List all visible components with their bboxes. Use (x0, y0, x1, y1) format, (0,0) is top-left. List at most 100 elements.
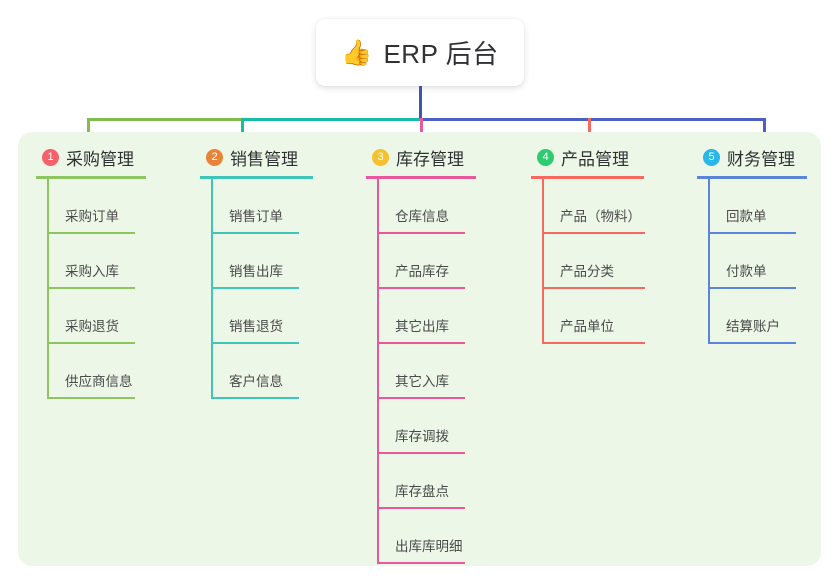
leaf-item[interactable]: 供应商信息 (36, 344, 146, 399)
number-badge-icon: 4 (537, 148, 554, 166)
leaf-item-rule (377, 287, 465, 289)
column-rule-inventory (366, 176, 476, 179)
diagram-panel (18, 132, 821, 566)
bus-green (87, 118, 241, 121)
column-title-finance: 财务管理 (727, 149, 795, 169)
column-header-sales[interactable]: 2 销售管理 (200, 144, 313, 170)
column-header-finance[interactable]: 5 财务管理 (697, 144, 807, 170)
leaf-item-label: 回款单 (726, 209, 767, 224)
leaf-item-label: 仓库信息 (395, 209, 449, 224)
leaf-item-label: 产品单位 (560, 319, 614, 334)
leaf-item-rule (377, 397, 465, 399)
leaf-item[interactable]: 出库库明细 (366, 509, 476, 564)
leaf-item-rule (377, 452, 465, 454)
leaf-item-label: 其它入库 (395, 374, 449, 389)
column-title-inventory: 库存管理 (396, 149, 464, 169)
leaf-item-label: 销售出库 (229, 264, 283, 279)
leaf-item-label: 结算账户 (726, 319, 780, 334)
leaf-item-label: 销售订单 (229, 209, 283, 224)
column-spine-sales (211, 179, 213, 399)
column-finance: 5 财务管理回款单付款单结算账户 (697, 144, 807, 344)
leaf-item-rule (47, 397, 135, 399)
leaf-item[interactable]: 结算账户 (697, 289, 807, 344)
column-spine-purchase (47, 179, 49, 399)
leaf-item[interactable]: 产品（物料） (531, 179, 645, 234)
column-body-purchase: 采购订单采购入库采购退货供应商信息 (36, 179, 146, 399)
leaf-item-label: 客户信息 (229, 374, 283, 389)
leaf-item[interactable]: 回款单 (697, 179, 807, 234)
leaf-item-rule (47, 232, 135, 234)
bus-blue (420, 118, 765, 121)
number-badge-icon: 3 (372, 148, 389, 166)
leaf-item-label: 其它出库 (395, 319, 449, 334)
column-spine-product (542, 179, 544, 344)
column-header-product[interactable]: 4 产品管理 (531, 144, 644, 170)
leaf-item[interactable]: 采购订单 (36, 179, 146, 234)
leaf-item[interactable]: 库存盘点 (366, 454, 476, 509)
column-header-purchase[interactable]: 1 采购管理 (36, 144, 146, 170)
leaf-item-rule (211, 287, 299, 289)
leaf-item-rule (377, 562, 465, 564)
column-body-inventory: 仓库信息产品库存其它出库其它入库库存调拨库存盘点出库库明细 (366, 179, 476, 564)
leaf-item[interactable]: 销售出库 (200, 234, 313, 289)
leaf-item-rule (47, 287, 135, 289)
column-body-sales: 销售订单销售出库销售退货客户信息 (200, 179, 313, 399)
leaf-item-label: 销售退货 (229, 319, 283, 334)
column-title-purchase: 采购管理 (66, 149, 134, 169)
leaf-item-label: 采购入库 (65, 264, 119, 279)
thumbs-up-icon: 👍 (341, 38, 373, 67)
number-badge-icon: 1 (42, 148, 59, 166)
column-spine-inventory (377, 179, 379, 564)
leaf-item-rule (708, 287, 796, 289)
root-node-card[interactable]: 👍 ERP 后台 (316, 19, 524, 86)
leaf-item[interactable]: 产品库存 (366, 234, 476, 289)
leaf-item[interactable]: 产品单位 (531, 289, 645, 344)
bus-teal (241, 118, 420, 121)
leaf-item[interactable]: 客户信息 (200, 344, 313, 399)
leaf-item[interactable]: 库存调拨 (366, 399, 476, 454)
leaf-item[interactable]: 付款单 (697, 234, 807, 289)
column-rule-finance (697, 176, 807, 179)
leaf-item[interactable]: 采购退货 (36, 289, 146, 344)
leaf-item-rule (708, 232, 796, 234)
column-body-product: 产品（物料） 产品分类产品单位 (531, 179, 645, 344)
column-rule-purchase (36, 176, 146, 179)
leaf-item-rule (708, 342, 796, 344)
column-title-product: 产品管理 (561, 149, 629, 169)
leaf-item[interactable]: 其它入库 (366, 344, 476, 399)
leaf-item-rule (211, 232, 299, 234)
leaf-item-label: 库存盘点 (395, 484, 449, 499)
number-badge-icon: 2 (206, 148, 223, 166)
leaf-item-label: 产品库存 (395, 264, 449, 279)
leaf-item-label: 产品（物料） (560, 209, 641, 224)
column-body-finance: 回款单付款单结算账户 (697, 179, 807, 344)
leaf-item-label: 采购退货 (65, 319, 119, 334)
leaf-item-rule (542, 342, 645, 344)
leaf-item-rule (377, 507, 465, 509)
number-badge-icon: 5 (703, 148, 720, 166)
leaf-item[interactable]: 其它出库 (366, 289, 476, 344)
column-title-sales: 销售管理 (230, 149, 298, 169)
leaf-item-label: 采购订单 (65, 209, 119, 224)
leaf-item-label: 付款单 (726, 264, 767, 279)
leaf-item-rule (211, 397, 299, 399)
leaf-item-rule (211, 342, 299, 344)
column-product: 4 产品管理产品（物料） 产品分类产品单位 (531, 144, 645, 344)
leaf-item-rule (542, 232, 645, 234)
column-inventory: 3 库存管理仓库信息产品库存其它出库其它入库库存调拨库存盘点出库库明细 (366, 144, 476, 564)
leaf-item[interactable]: 仓库信息 (366, 179, 476, 234)
leaf-item-label: 出库库明细 (395, 539, 463, 554)
leaf-item-label: 产品分类 (560, 264, 614, 279)
root-node-title: ERP 后台 (383, 39, 499, 69)
leaf-item-rule (542, 287, 645, 289)
leaf-item-rule (377, 232, 465, 234)
column-header-inventory[interactable]: 3 库存管理 (366, 144, 476, 170)
leaf-item-rule (377, 342, 465, 344)
leaf-item[interactable]: 销售退货 (200, 289, 313, 344)
column-purchase: 1 采购管理采购订单采购入库采购退货供应商信息 (36, 144, 146, 399)
leaf-item[interactable]: 销售订单 (200, 179, 313, 234)
leaf-item[interactable]: 产品分类 (531, 234, 645, 289)
leaf-item-label: 库存调拨 (395, 429, 449, 444)
leaf-item[interactable]: 采购入库 (36, 234, 146, 289)
column-spine-finance (708, 179, 710, 344)
